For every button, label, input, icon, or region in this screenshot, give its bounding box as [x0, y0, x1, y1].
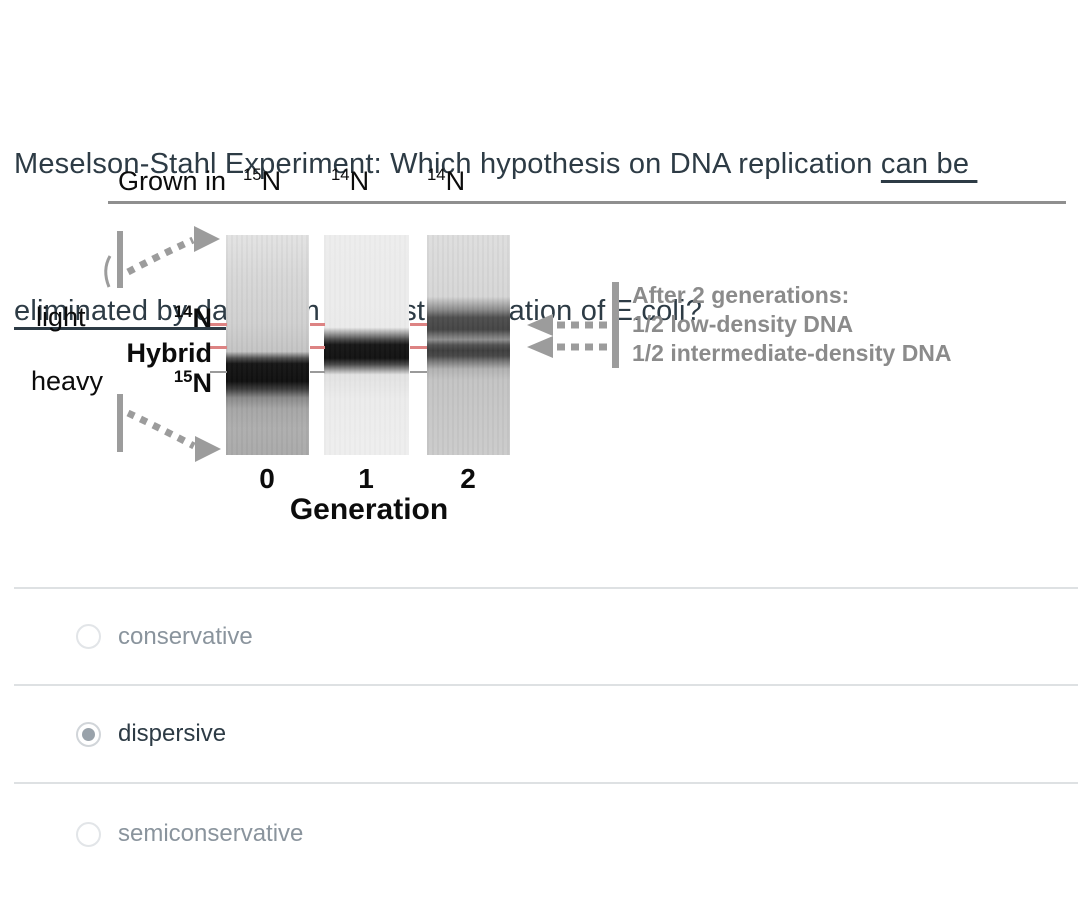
radio-dot — [82, 727, 95, 741]
band-label-hybrid: Hybrid — [126, 338, 212, 368]
generation-tick-2: 2 — [460, 463, 476, 494]
isotope-label-14n-gen1: 14N — [331, 165, 370, 196]
band-label-15n: 15N — [173, 367, 212, 398]
underlined-phrase: eliminated by data — [14, 295, 262, 327]
left-bottom-range-bar — [117, 394, 123, 452]
arrowhead-bottom-right-icon — [195, 436, 221, 462]
dashed-arrow-top-icon — [126, 236, 195, 276]
band-marker-hybrid-density — [310, 346, 325, 349]
dashed-arrow-bottom-icon — [126, 409, 196, 450]
gel-lane-generation-1 — [324, 235, 409, 455]
band-marker-low-density — [310, 323, 325, 326]
option-label-semiconservative[interactable]: semiconservative — [118, 820, 304, 847]
band-marker-heavy-density — [210, 371, 227, 373]
band-marker-low-density — [210, 323, 227, 326]
gel-lane-generation-0 — [226, 235, 309, 455]
band-marker-heavy-density — [410, 371, 427, 373]
option-row-dispersive[interactable]: dispersive — [0, 686, 1092, 782]
generation-tick-1: 1 — [358, 463, 374, 494]
arrowhead-left-low-icon — [527, 314, 553, 336]
after-two-generations-annotation: After 2 generations: 1/2 low-density DNA… — [632, 281, 1072, 368]
option-row-conservative[interactable]: conservative — [0, 589, 1092, 684]
band-marker-heavy-density — [310, 371, 325, 373]
gel-lane-generation-2 — [427, 235, 510, 455]
left-top-range-bar — [117, 231, 123, 288]
option-label-conservative[interactable]: conservative — [118, 622, 253, 650]
divider — [14, 684, 1078, 686]
band-marker-hybrid-density — [410, 346, 427, 349]
isotope-label-14n-gen2: 14N — [427, 165, 466, 196]
annotation-line1: After 2 generations: — [632, 282, 850, 308]
option-row-semiconservative[interactable]: semiconservative — [0, 784, 1092, 884]
annotation-line3: 1/2 intermediate-density DNA — [632, 340, 952, 366]
radio-conservative[interactable] — [76, 624, 101, 649]
radio-dot — [82, 828, 95, 841]
radio-semiconservative[interactable] — [76, 821, 101, 847]
meselson-stahl-diagram: Grown in 15N 14N 14N light heavy 14N Hyb… — [0, 160, 1092, 540]
right-annotation-bar — [612, 282, 619, 368]
divider — [14, 587, 1078, 589]
grown-in-label: Grown in — [118, 166, 227, 196]
tube-arc-fragment — [104, 255, 112, 288]
annotation-line2: 1/2 low-density DNA — [632, 311, 854, 337]
band-marker-hybrid-density — [210, 346, 227, 349]
question-title-line1: Meselson-Stahl Experiment: Which hypothe… — [14, 148, 978, 180]
heavy-density-label: heavy — [31, 366, 104, 396]
light-density-label: light — [36, 302, 86, 332]
arrowhead-left-hybrid-icon — [527, 336, 553, 358]
generation-axis-label: Generation — [289, 493, 449, 526]
radio-dot — [82, 630, 95, 643]
option-label-dispersive[interactable]: dispersive — [118, 720, 227, 747]
generation-tick-0: 0 — [259, 463, 275, 494]
header-rule — [108, 201, 1066, 204]
radio-dispersive[interactable] — [76, 721, 101, 747]
underlined-phrase: can be — [880, 148, 978, 180]
band-marker-low-density — [410, 323, 427, 326]
isotope-label-15n: 15N — [243, 165, 282, 196]
band-label-14n: 14N — [173, 302, 212, 333]
arrowhead-top-right-icon — [194, 226, 220, 252]
divider — [14, 782, 1078, 784]
